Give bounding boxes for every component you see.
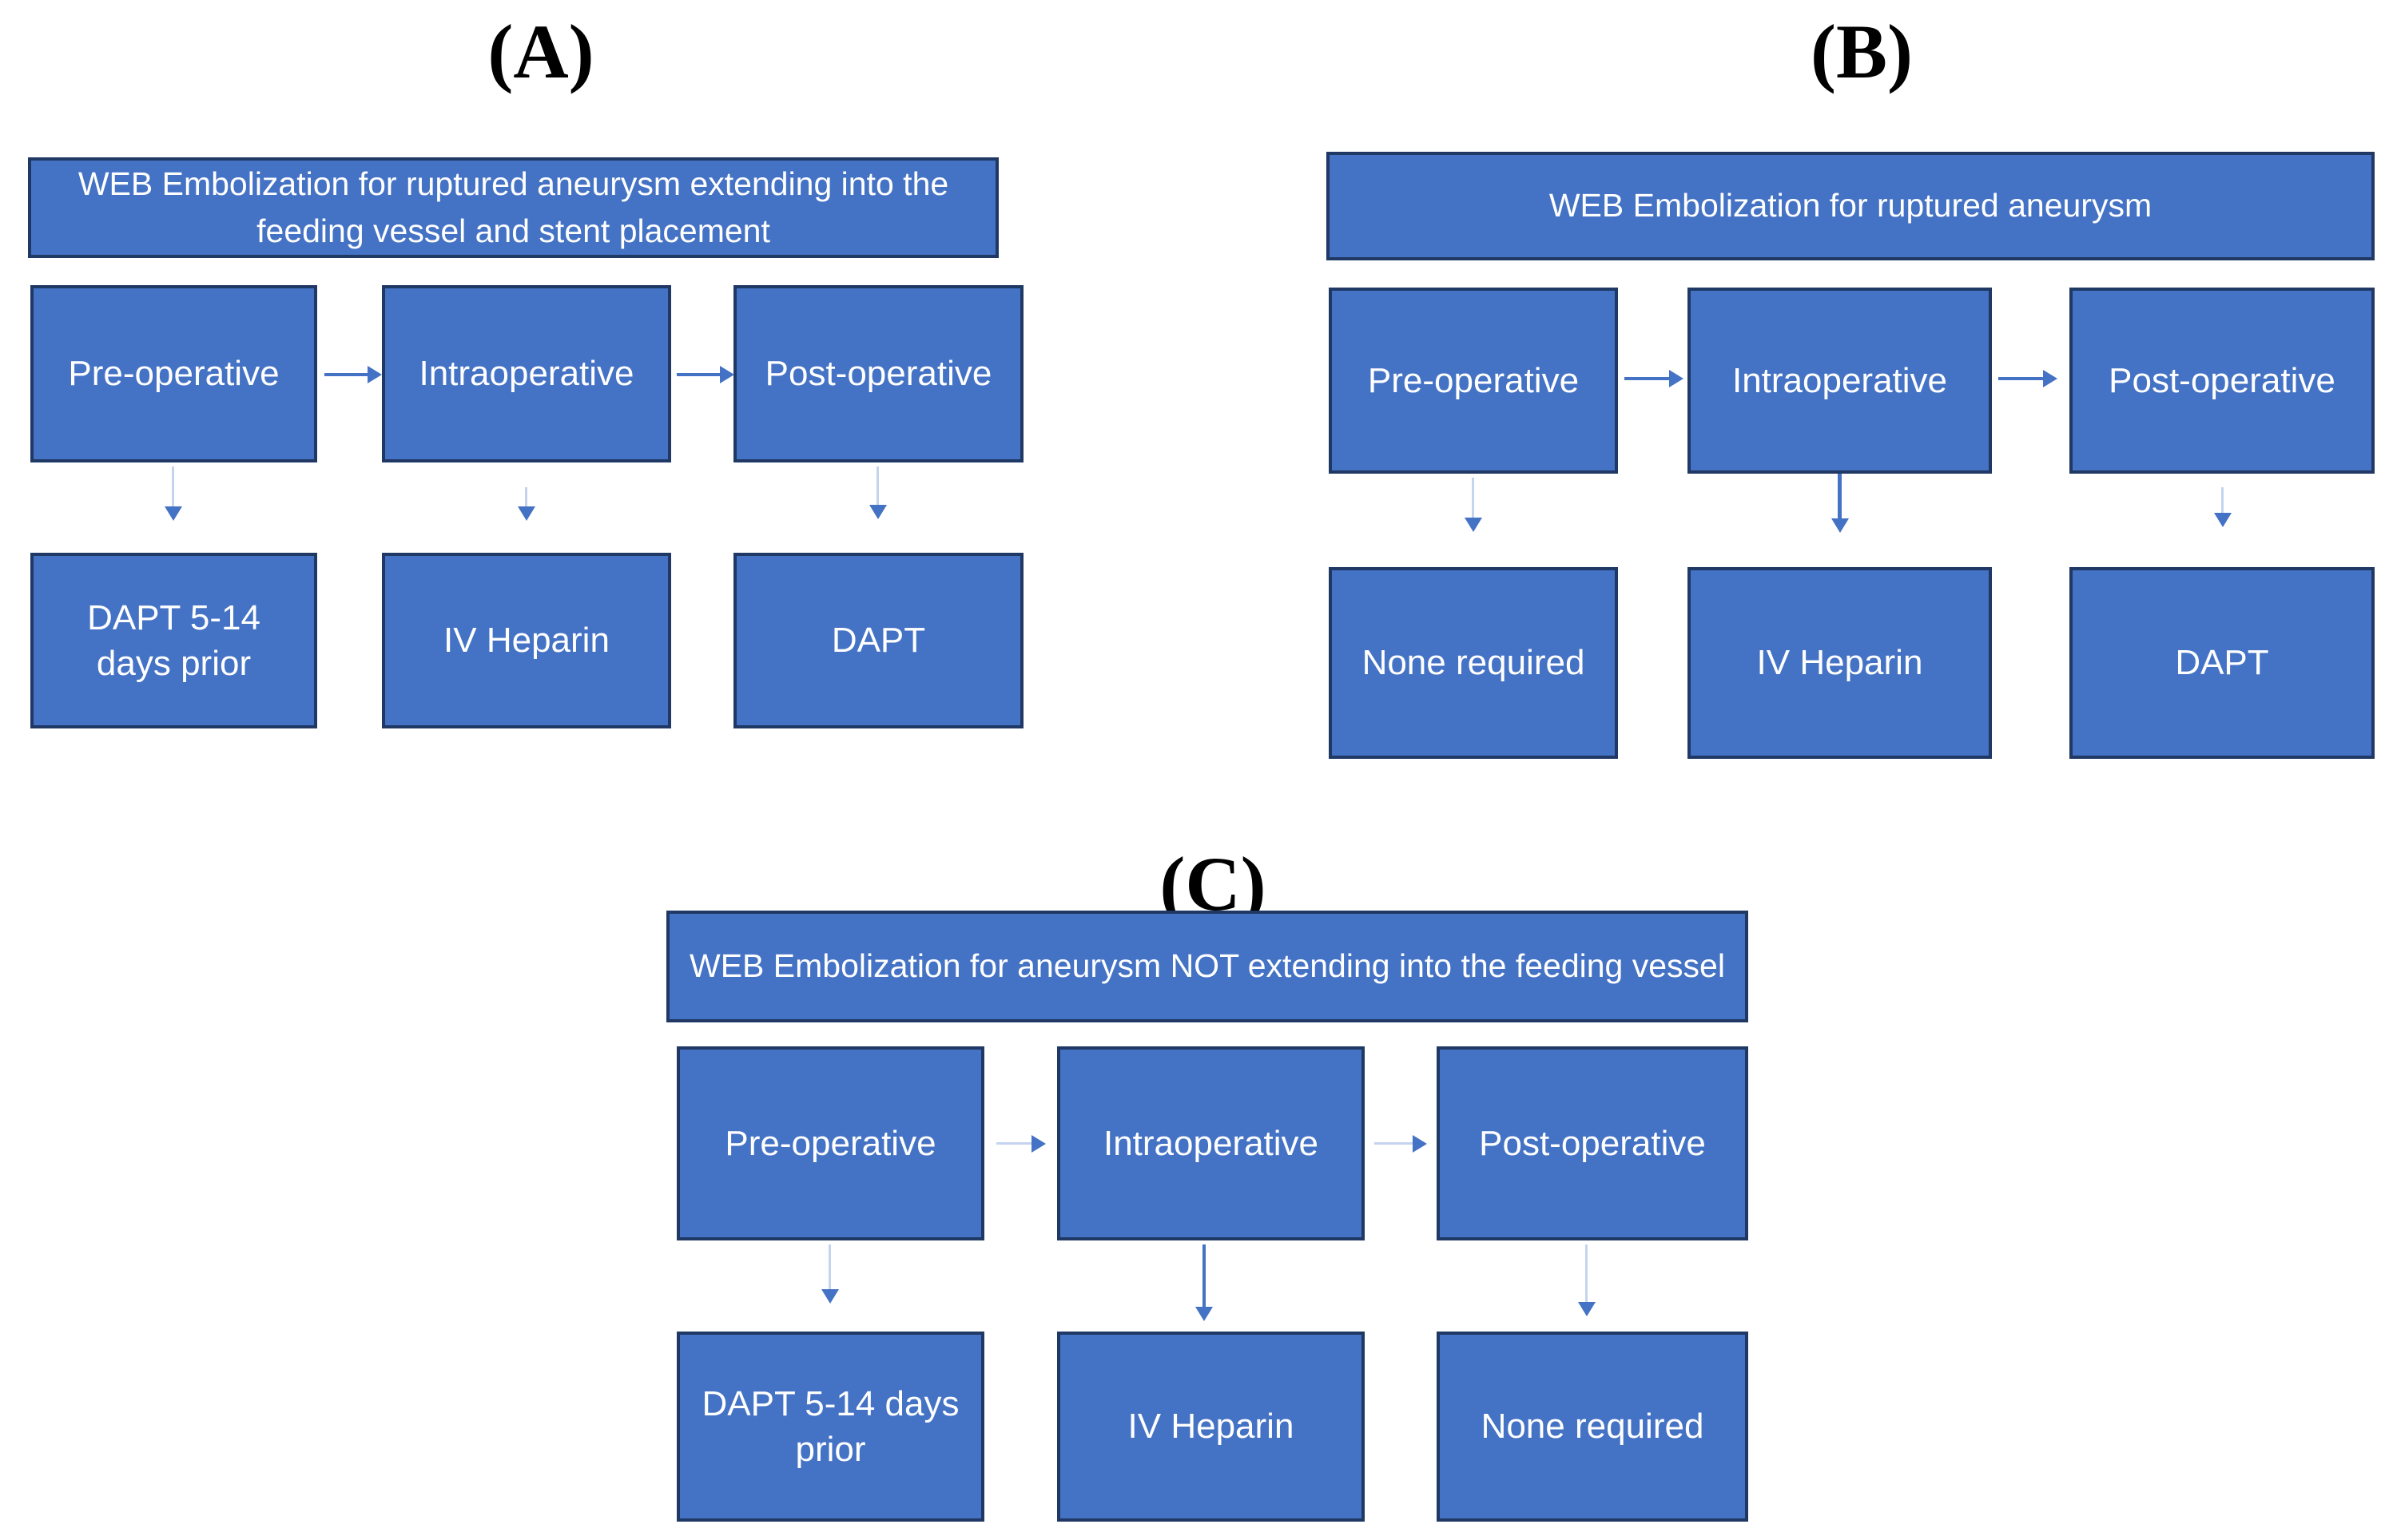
arrow-right-head-icon — [368, 366, 382, 383]
panel-b-treatment-intra: IV Heparin — [1687, 567, 1992, 759]
arrow-line — [1374, 1142, 1414, 1145]
arrow-down-head-icon — [869, 505, 887, 519]
arrow-line — [525, 487, 527, 508]
arrow-down-head-icon — [821, 1289, 839, 1304]
arrow-line — [1998, 377, 2045, 380]
arrow-down-head-icon — [165, 506, 182, 521]
arrow-right-head-icon — [1413, 1135, 1427, 1153]
panel-a-stage-intraoperative: Intraoperative — [382, 285, 671, 462]
panel-b-label: (B) — [1811, 9, 1913, 94]
arrow-line — [1838, 474, 1842, 520]
arrow-line — [1585, 1244, 1588, 1304]
arrow-line — [1624, 377, 1671, 380]
panel-a-title-box: WEB Embolization for ruptured aneurysm e… — [28, 157, 999, 258]
arrow-line — [324, 373, 369, 376]
arrow-right-head-icon — [2043, 370, 2057, 387]
panel-b-treatment-post: DAPT — [2069, 567, 2375, 759]
panel-b-stage-post-operative: Post-operative — [2069, 288, 2375, 474]
arrow-line — [677, 373, 721, 376]
panel-a-stage-post-operative: Post-operative — [733, 285, 1024, 462]
panel-a-treatment-post: DAPT — [733, 553, 1024, 728]
arrow-line — [829, 1244, 831, 1291]
panel-b-title-box: WEB Embolization for ruptured aneurysm — [1326, 152, 2375, 260]
arrow-down-head-icon — [518, 506, 535, 521]
panel-b-stage-pre-operative: Pre-operative — [1329, 288, 1618, 474]
arrow-line — [172, 466, 174, 508]
panel-a-treatment-intra: IV Heparin — [382, 553, 671, 728]
panel-c-treatment-post: None required — [1437, 1332, 1748, 1522]
panel-c-stage-intraoperative: Intraoperative — [1057, 1046, 1365, 1240]
panel-c-title-box: WEB Embolization for aneurysm NOT extend… — [666, 911, 1748, 1022]
panel-c-stage-post-operative: Post-operative — [1437, 1046, 1748, 1240]
arrow-line — [1202, 1244, 1206, 1308]
arrow-down-head-icon — [2214, 513, 2232, 527]
panel-a-treatment-pre: DAPT 5-14 days prior — [30, 553, 317, 728]
panel-c-treatment-intra: IV Heparin — [1057, 1332, 1365, 1522]
arrow-line — [1472, 478, 1474, 519]
arrow-right-head-icon — [1032, 1135, 1046, 1153]
panel-a-label: (A) — [487, 9, 594, 94]
panel-c-treatment-pre: DAPT 5-14 days prior — [677, 1332, 984, 1522]
arrow-line — [876, 466, 879, 506]
arrow-right-head-icon — [1669, 370, 1683, 387]
arrow-right-head-icon — [720, 366, 734, 383]
panel-c-stage-pre-operative: Pre-operative — [677, 1046, 984, 1240]
arrow-line — [2221, 487, 2224, 514]
panel-b-treatment-pre: None required — [1329, 567, 1618, 759]
panel-a-stage-pre-operative: Pre-operative — [30, 285, 317, 462]
panel-b-stage-intraoperative: Intraoperative — [1687, 288, 1992, 474]
arrow-down-head-icon — [1195, 1307, 1213, 1321]
arrow-down-head-icon — [1831, 518, 1849, 533]
arrow-line — [996, 1142, 1033, 1145]
arrow-down-head-icon — [1465, 518, 1482, 532]
arrow-down-head-icon — [1578, 1302, 1596, 1316]
